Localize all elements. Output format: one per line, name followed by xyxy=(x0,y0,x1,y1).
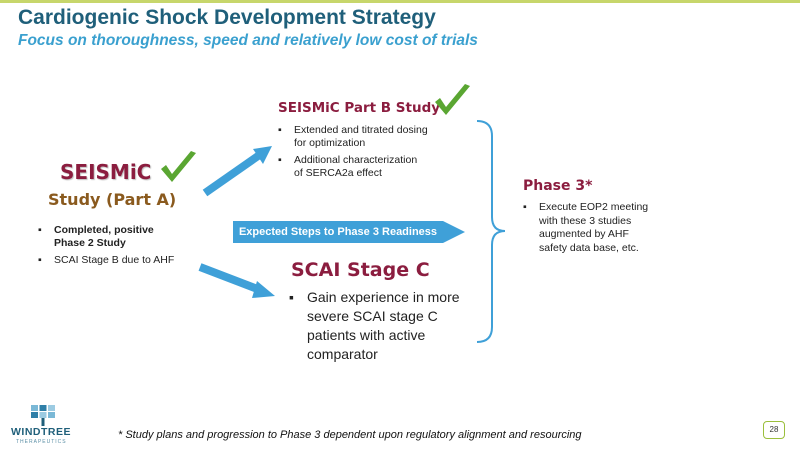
list-item: Gain experience in more severe SCAI stag… xyxy=(289,288,489,364)
list-item: Extended and titrated dosing for optimiz… xyxy=(278,124,478,150)
part-a-bullets: Completed, positive Phase 2 Study SCAI S… xyxy=(38,224,174,267)
arrow-to-part-b xyxy=(202,146,272,197)
part-b-bullets: Extended and titrated dosing for optimiz… xyxy=(278,124,478,180)
bullet-line: severe SCAI stage C xyxy=(307,308,438,324)
bullet-line: Phase 2 Study xyxy=(54,237,126,249)
seismic-title: SEISMiC xyxy=(60,160,152,184)
slide-subtitle: Focus on thoroughness, speed and relativ… xyxy=(18,32,478,49)
part-b-title: SEISMiC Part B Study xyxy=(278,100,441,116)
company-logo-name: WINDTREE xyxy=(11,426,71,438)
bullet-line: Gain experience in more xyxy=(307,289,460,305)
bullet-line: Completed, positive xyxy=(54,224,154,236)
check-icon xyxy=(161,151,196,182)
bullet-line: augmented by AHF xyxy=(539,228,629,240)
arrow-to-scai-c xyxy=(198,263,275,298)
footnote: * Study plans and progression to Phase 3… xyxy=(118,429,582,441)
list-item: Execute EOP2 meeting with these 3 studie… xyxy=(523,201,703,255)
bullet-line: comparator xyxy=(307,346,378,362)
arrow-shape xyxy=(233,221,465,243)
bullet-line: safety data base, etc. xyxy=(539,241,639,254)
phase3-title: Phase 3* xyxy=(523,178,593,194)
list-item: Completed, positive Phase 2 Study xyxy=(38,224,174,250)
bullet-line: Extended and titrated dosing xyxy=(294,124,428,136)
top-accent-line xyxy=(0,0,800,3)
bracket xyxy=(476,120,506,343)
company-logo-subtitle: THERAPEUTICS xyxy=(16,439,67,445)
expected-steps-arrow: Expected Steps to Phase 3 Readiness xyxy=(233,221,465,243)
list-item: SCAI Stage B due to AHF xyxy=(38,254,174,267)
bullet-line: of SERCA2a effect xyxy=(294,167,382,179)
expected-steps-label: Expected Steps to Phase 3 Readiness xyxy=(238,226,438,238)
bullet-line: SCAI Stage B due to AHF xyxy=(54,254,175,266)
slide-title: Cardiogenic Shock Development Strategy xyxy=(18,6,436,29)
study-part-a-title: Study (Part A) xyxy=(48,190,177,209)
bullet-line: Execute EOP2 meeting xyxy=(539,201,649,213)
bullet-line: patients with active xyxy=(307,327,426,343)
scai-c-bullets: Gain experience in more severe SCAI stag… xyxy=(289,288,489,364)
list-item: Additional characterization of SERCA2a e… xyxy=(278,154,478,180)
bullet-line: for optimization xyxy=(294,137,366,149)
tree-logo-icon xyxy=(31,405,55,426)
bullet-line: Additional characterization xyxy=(294,154,418,166)
check-icon xyxy=(435,84,470,115)
phase3-bullets: Execute EOP2 meeting with these 3 studie… xyxy=(523,201,703,255)
bullet-line: with these 3 studies xyxy=(539,214,632,227)
page-number: 28 xyxy=(763,421,785,439)
scai-c-title: SCAI Stage C xyxy=(291,259,430,281)
